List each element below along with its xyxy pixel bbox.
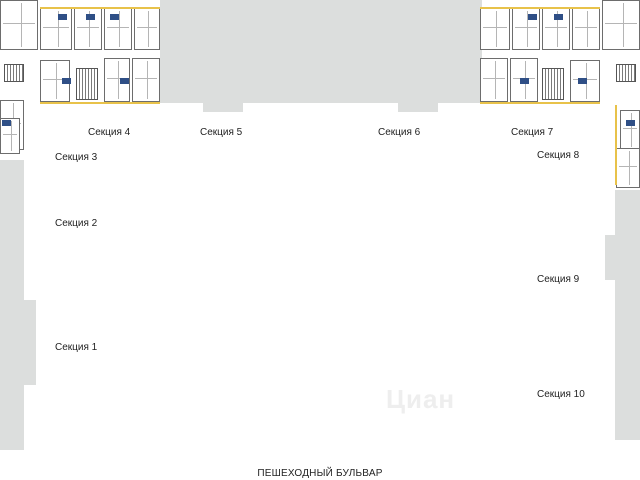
- label-section-1[interactable]: Секция 1: [55, 342, 98, 353]
- apartment-cell: [480, 58, 508, 102]
- label-section-6[interactable]: Секция 6: [378, 127, 421, 138]
- apartment-cell: [620, 110, 640, 150]
- label-section-2[interactable]: Секция 2: [55, 218, 98, 229]
- label-section-10[interactable]: Секция 10: [537, 389, 585, 400]
- label-section-5[interactable]: Секция 5: [200, 127, 243, 138]
- apartment-marker-icon: [528, 14, 537, 20]
- apartment-marker-icon: [520, 78, 529, 84]
- section-5-6-bump-right: [398, 0, 438, 112]
- floor-plan-section-4: [0, 0, 160, 154]
- apartment-marker-icon: [58, 14, 67, 20]
- apartment-marker-icon: [110, 14, 119, 20]
- apartment-marker-icon: [578, 78, 587, 84]
- section-8-10-building: [615, 190, 640, 440]
- apartment-cell: [572, 8, 600, 50]
- apartment-cell: [40, 8, 72, 50]
- section-5-6-bump-left: [203, 0, 243, 112]
- apartment-cell: [74, 8, 102, 50]
- apartment-cell: [480, 8, 510, 50]
- apartment-marker-icon: [626, 120, 635, 126]
- label-section-8[interactable]: Секция 8: [537, 150, 580, 161]
- apartment-cell: [602, 0, 640, 50]
- apartment-marker-icon: [62, 78, 71, 84]
- apartment-marker-icon: [86, 14, 95, 20]
- window-strip: [480, 102, 600, 104]
- section-1-bump: [0, 300, 36, 385]
- apartment-cell: [0, 0, 38, 50]
- section-10-bump: [605, 235, 640, 280]
- apartment-marker-icon: [554, 14, 563, 20]
- apartment-marker-icon: [2, 120, 11, 126]
- label-section-9[interactable]: Секция 9: [537, 274, 580, 285]
- apartment-cell: [616, 148, 640, 188]
- window-strip: [40, 102, 160, 104]
- label-section-4[interactable]: Секция 4: [88, 127, 131, 138]
- apartment-cell: [134, 8, 160, 50]
- stairwell: [76, 68, 98, 100]
- stairwell: [616, 64, 636, 82]
- apartment-cell: [0, 118, 20, 154]
- window-strip: [480, 7, 600, 9]
- apartment-cell: [132, 58, 160, 102]
- window-strip: [615, 105, 617, 185]
- window-strip: [40, 7, 160, 9]
- label-section-7[interactable]: Секция 7: [511, 127, 554, 138]
- stairwell: [542, 68, 564, 100]
- street-label: ПЕШЕХОДНЫЙ БУЛЬВАР: [257, 468, 383, 479]
- apartment-marker-icon: [120, 78, 129, 84]
- stairwell: [4, 64, 24, 82]
- floor-plan-section-7: [480, 0, 640, 188]
- label-section-3[interactable]: Секция 3: [55, 152, 98, 163]
- watermark: Циан: [386, 384, 456, 414]
